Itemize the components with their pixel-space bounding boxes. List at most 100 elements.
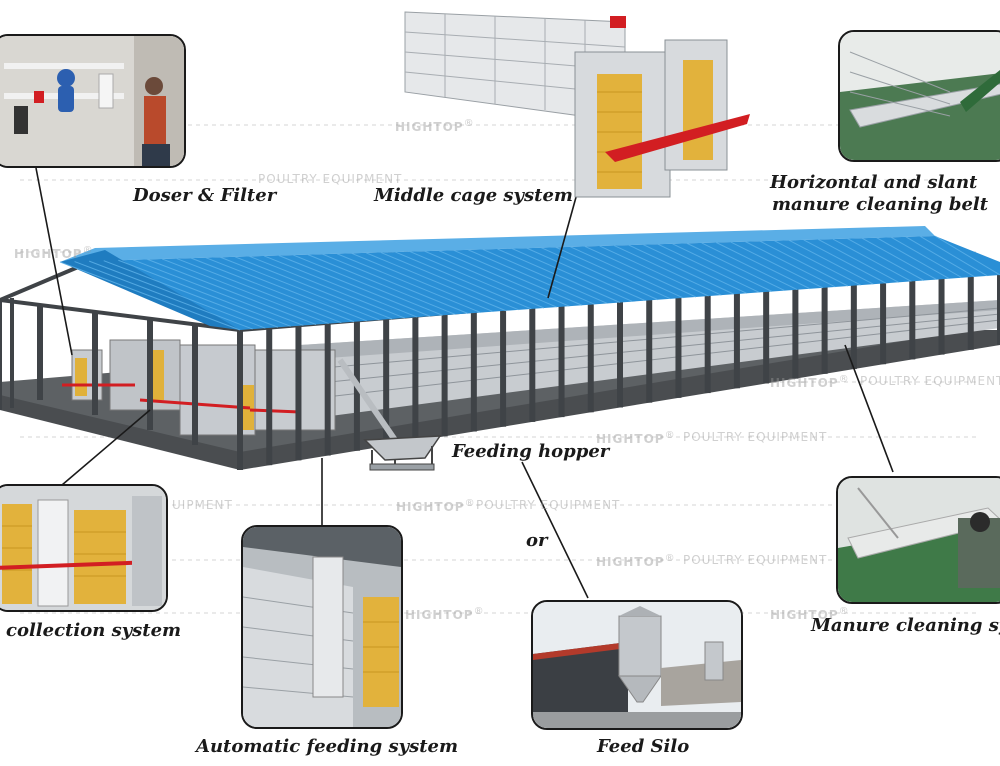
watermark-2: POULTRY EQUIPMENT: [258, 172, 403, 186]
house-column: [733, 289, 740, 389]
roof-rib: [613, 245, 722, 296]
roof-rib: [788, 239, 874, 285]
roof-rib: [672, 243, 773, 292]
house-column: [587, 301, 594, 413]
house-column: [412, 315, 419, 442]
caption-doser-filter: Doser & Filter: [133, 185, 277, 206]
house-column: [558, 303, 565, 418]
house-column: [92, 312, 98, 415]
caption-egg-collection: collection system: [6, 620, 182, 641]
house-column: [529, 306, 536, 422]
watermark-13: HIGHTOP®: [405, 606, 485, 622]
egg-collection-photo: [0, 484, 168, 612]
house-column: [675, 294, 682, 398]
auto-feeding-photo: [241, 525, 403, 729]
roof-rib: [380, 252, 519, 311]
house-column: [37, 305, 43, 400]
roof-rib: [278, 255, 431, 317]
house-column: [147, 318, 153, 430]
watermark-5: POULTRY EQUIPMENT: [860, 374, 1000, 388]
caption-manure-belt-1: Horizontal and slant: [770, 172, 978, 193]
roof-rib: [701, 242, 798, 291]
roof-rib: [322, 253, 469, 314]
house-column: [266, 327, 273, 466]
house-column: [441, 313, 448, 437]
house-column: [850, 279, 857, 370]
roof-rib: [745, 241, 836, 288]
house-column: [500, 308, 507, 427]
roof-rib: [307, 254, 456, 315]
house-column: [704, 291, 711, 394]
manure-belt-photo: [838, 30, 1000, 162]
doser-filter-photo: [0, 34, 186, 168]
watermark-1: HIGHTOP®: [395, 118, 475, 134]
roof-rib: [628, 244, 735, 295]
watermark-3: HIGHTOP®: [14, 245, 94, 261]
roof-rib: [59, 261, 241, 331]
watermark-10: POULTRY EQUIPMENT: [476, 498, 621, 512]
caption-manure-cleaning: Manure cleaning sy: [811, 615, 1000, 636]
roof-rib: [424, 250, 557, 308]
feed-silo-photo: [531, 600, 743, 730]
roof-rib: [686, 242, 785, 292]
house-column: [938, 272, 945, 355]
roof-rib: [584, 245, 697, 298]
feeding-hopper-icon: [363, 435, 442, 471]
house-column: [763, 287, 770, 384]
roof-rib: [716, 242, 811, 290]
roof-rib: [249, 255, 405, 319]
feed-auger: [337, 358, 398, 442]
roof-rib: [453, 249, 583, 306]
house-column: [324, 322, 331, 456]
middle-cage-render: [385, 2, 750, 200]
watermark-4: HIGHTOP®: [770, 374, 850, 390]
watermark-9: HIGHTOP®: [396, 498, 476, 514]
watermark-12: POULTRY EQUIPMENT: [683, 553, 828, 567]
roof-rib: [774, 240, 861, 286]
roof-rib: [409, 251, 545, 309]
house-column: [821, 282, 828, 374]
house-column: [997, 268, 1000, 345]
watermark-14: HIGHTOP®: [770, 606, 850, 622]
house-column: [792, 284, 799, 379]
roof-rib: [103, 260, 279, 328]
roof-rib: [511, 248, 633, 303]
roof-rib: [759, 240, 849, 287]
roof-rib: [555, 246, 671, 300]
roof-rib: [118, 259, 291, 327]
caption-middle-cage: Middle cage system: [374, 185, 573, 206]
roof-rib: [293, 254, 443, 316]
roof-rib: [497, 248, 621, 303]
roof-rib: [74, 261, 253, 330]
roof-rib: [934, 235, 1000, 276]
roof-rib: [220, 256, 380, 321]
roof-rib: [876, 237, 950, 280]
roof-rib: [395, 251, 532, 310]
roof-rib: [468, 249, 595, 305]
roof-rib: [191, 257, 355, 323]
roof-rib: [570, 246, 684, 299]
house-columns: [37, 268, 1000, 470]
roof-rib: [920, 236, 988, 277]
house-column: [617, 299, 623, 408]
house-column: [909, 275, 916, 360]
roof-rib: [263, 255, 418, 318]
manure-cleaning-photo: [836, 476, 1000, 604]
roof-rib: [88, 260, 266, 329]
house-column: [192, 324, 198, 445]
house-column: [880, 277, 887, 365]
roof-rib: [132, 259, 304, 326]
watermark-11: HIGHTOP®: [596, 553, 676, 569]
leader-lines: [35, 167, 894, 599]
roof-rib: [147, 258, 317, 325]
roof-rib: [847, 238, 925, 281]
caption-feed-silo: Feed Silo: [597, 736, 690, 757]
roof-rib: [905, 236, 975, 278]
house-column: [470, 310, 477, 432]
roof-rib: [832, 238, 912, 282]
roof-rib: [526, 247, 646, 302]
caption-auto-feeding: Automatic feeding system: [196, 736, 459, 757]
roof-rib: [599, 245, 709, 297]
